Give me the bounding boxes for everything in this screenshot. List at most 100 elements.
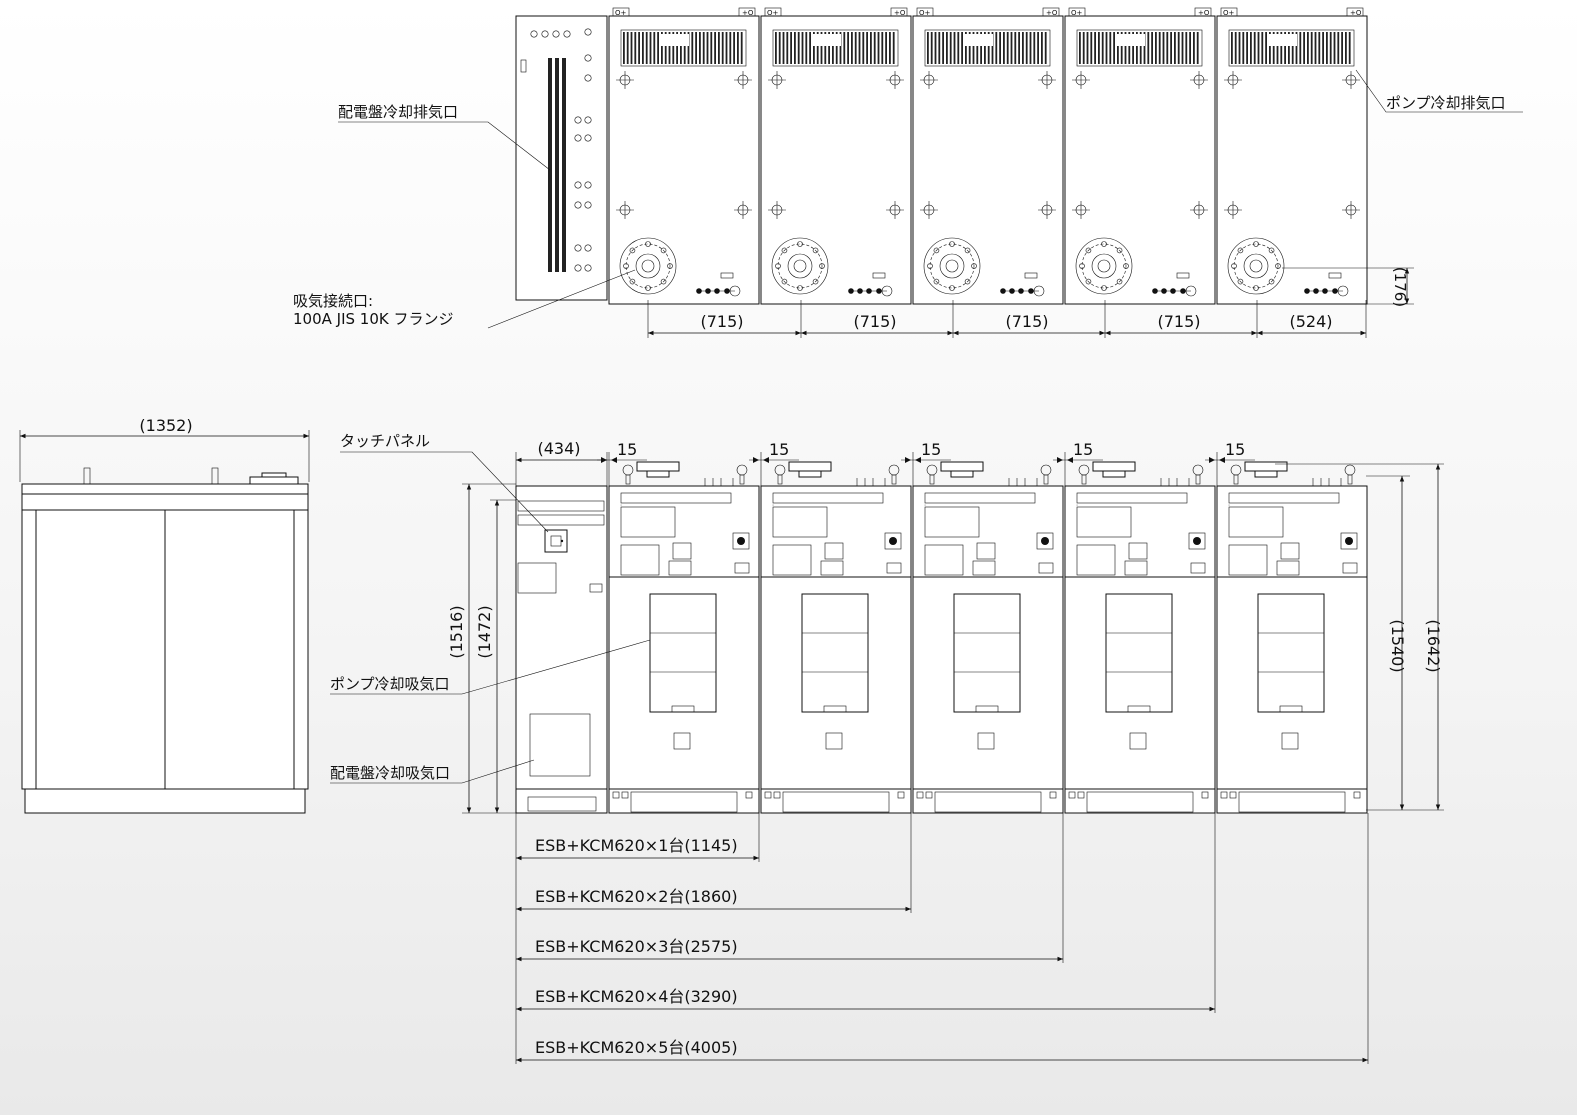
config-dim-1: ESB+KCM620×1台(1145) bbox=[516, 813, 760, 862]
exhaust-slot bbox=[790, 32, 792, 64]
exhaust-slot bbox=[1299, 32, 1302, 64]
exhaust-slot bbox=[832, 32, 834, 64]
exhaust-slot bbox=[725, 32, 728, 64]
exhaust-slot bbox=[1094, 32, 1096, 64]
flange-bolt-hole bbox=[933, 247, 940, 254]
top-unit-tab-mark: O+ bbox=[1071, 9, 1083, 17]
exhaust-slot bbox=[1253, 32, 1256, 64]
exhaust-slot bbox=[1333, 32, 1336, 64]
flange-height-dim: (176) bbox=[1391, 267, 1409, 307]
config-dim-label: ESB+KCM620×1台(1145) bbox=[535, 836, 738, 855]
panel-vent-slot bbox=[548, 120, 552, 180]
exhaust-slot bbox=[680, 32, 682, 64]
lifting-eye bbox=[1040, 464, 1052, 476]
exhaust-slot bbox=[1109, 32, 1112, 64]
lifting-eye bbox=[1192, 464, 1204, 476]
lifting-eye-post bbox=[1081, 474, 1087, 485]
flange-inner bbox=[945, 259, 959, 273]
exhaust-slot bbox=[683, 32, 686, 64]
exhaust-slot bbox=[668, 32, 671, 64]
front-pump-unit-3 bbox=[912, 461, 1064, 814]
suction-flange bbox=[1227, 237, 1285, 295]
exhaust-slot bbox=[835, 32, 838, 64]
small-port bbox=[1038, 562, 1054, 574]
exhaust-slot bbox=[1003, 32, 1005, 64]
exhaust-slot bbox=[1014, 32, 1017, 64]
upper-access-panel bbox=[1076, 506, 1132, 538]
exhaust-slot bbox=[1295, 32, 1298, 64]
indicator-box bbox=[1340, 532, 1358, 550]
flange-bolt-circle bbox=[1233, 243, 1279, 289]
lifting-eye-post bbox=[1043, 474, 1049, 485]
flange-bolt-hole bbox=[1116, 247, 1123, 254]
front-control-panel bbox=[515, 485, 608, 814]
config-dim-2: ESB+KCM620×2台(1860) bbox=[516, 813, 912, 913]
base-bolt bbox=[916, 791, 924, 799]
exhaust-slot bbox=[1101, 32, 1104, 64]
exhaust-slot bbox=[1231, 32, 1233, 64]
gap-dim-value: 15 bbox=[1073, 440, 1093, 459]
exhaust-slot bbox=[1272, 32, 1275, 64]
exhaust-slot bbox=[1041, 32, 1043, 64]
exhaust-slot bbox=[1181, 32, 1184, 64]
exhaust-slot bbox=[987, 32, 990, 64]
exhaust-slot bbox=[991, 32, 994, 64]
motor-top-base bbox=[798, 470, 822, 478]
exhaust-slot bbox=[1113, 32, 1115, 64]
base-bolt bbox=[612, 791, 620, 799]
exhaust-slot bbox=[1174, 32, 1176, 64]
nameplate-bar bbox=[924, 492, 1036, 504]
exhaust-slot bbox=[995, 32, 998, 64]
touch-panel[interactable] bbox=[544, 529, 568, 553]
pitch-dim-5: (524) bbox=[1289, 312, 1332, 331]
exhaust-slot bbox=[999, 32, 1001, 64]
exhaust-slot bbox=[1033, 32, 1036, 64]
indicator-lamp bbox=[737, 537, 745, 545]
flange-bolt-hole bbox=[1085, 247, 1092, 254]
fitting-joint bbox=[1313, 288, 1319, 294]
panel-port-circle bbox=[563, 30, 571, 38]
lower-access-panel bbox=[620, 544, 660, 576]
panel-vent-slot bbox=[562, 238, 566, 272]
top-unit-tab-mark: +O bbox=[1350, 9, 1362, 17]
fitting-joint bbox=[1009, 288, 1015, 294]
exhaust-slot bbox=[953, 32, 956, 64]
gap-arrow-right bbox=[611, 457, 617, 463]
upper-access-panel bbox=[772, 506, 828, 538]
exhaust-slot bbox=[927, 32, 929, 64]
exhaust-slot bbox=[740, 32, 743, 64]
exhaust-slot bbox=[1193, 32, 1195, 64]
flange-bolt-hole bbox=[797, 285, 803, 291]
exhaust-slot bbox=[851, 32, 853, 64]
flange-bolt-hole bbox=[1275, 263, 1281, 269]
exhaust-slot bbox=[778, 32, 781, 64]
front-right-dims: (1540) (1642) bbox=[1275, 463, 1444, 811]
exhaust-slot bbox=[786, 32, 789, 64]
flange-bolt-hole bbox=[781, 247, 788, 254]
exhaust-slot bbox=[1276, 32, 1279, 64]
lifting-eye bbox=[774, 464, 786, 476]
upper-access-panel bbox=[1228, 506, 1284, 538]
label-panel-intake: 配電盤冷却吸気口 bbox=[330, 764, 450, 782]
flange-inner bbox=[793, 259, 807, 273]
exhaust-slot bbox=[1025, 32, 1028, 64]
flange-bolt-hole bbox=[1085, 278, 1092, 285]
panel-port-circle bbox=[584, 116, 592, 124]
exhaust-slot bbox=[1018, 32, 1020, 64]
exhaust-slot bbox=[661, 32, 663, 64]
suction-flange bbox=[923, 237, 981, 295]
flange-bolt-hole bbox=[1116, 278, 1123, 285]
panel-width-dim: (434) bbox=[537, 439, 580, 458]
panel-port-circle bbox=[584, 134, 592, 142]
flange-bolt-hole bbox=[964, 278, 971, 285]
panel-vent-slot bbox=[555, 58, 559, 128]
exhaust-slot bbox=[714, 32, 716, 64]
flange-bolt-hole bbox=[1237, 278, 1244, 285]
flange-bolt-hole bbox=[797, 241, 803, 247]
exhaust-slot bbox=[1234, 32, 1237, 64]
gap-dim-4: 15 bbox=[1053, 440, 1103, 486]
exhaust-slot bbox=[702, 32, 705, 64]
configuration-dims: ESB+KCM620×1台(1145)ESB+KCM620×2台(1860)ES… bbox=[515, 813, 1369, 1064]
exhaust-slot bbox=[1261, 32, 1264, 64]
